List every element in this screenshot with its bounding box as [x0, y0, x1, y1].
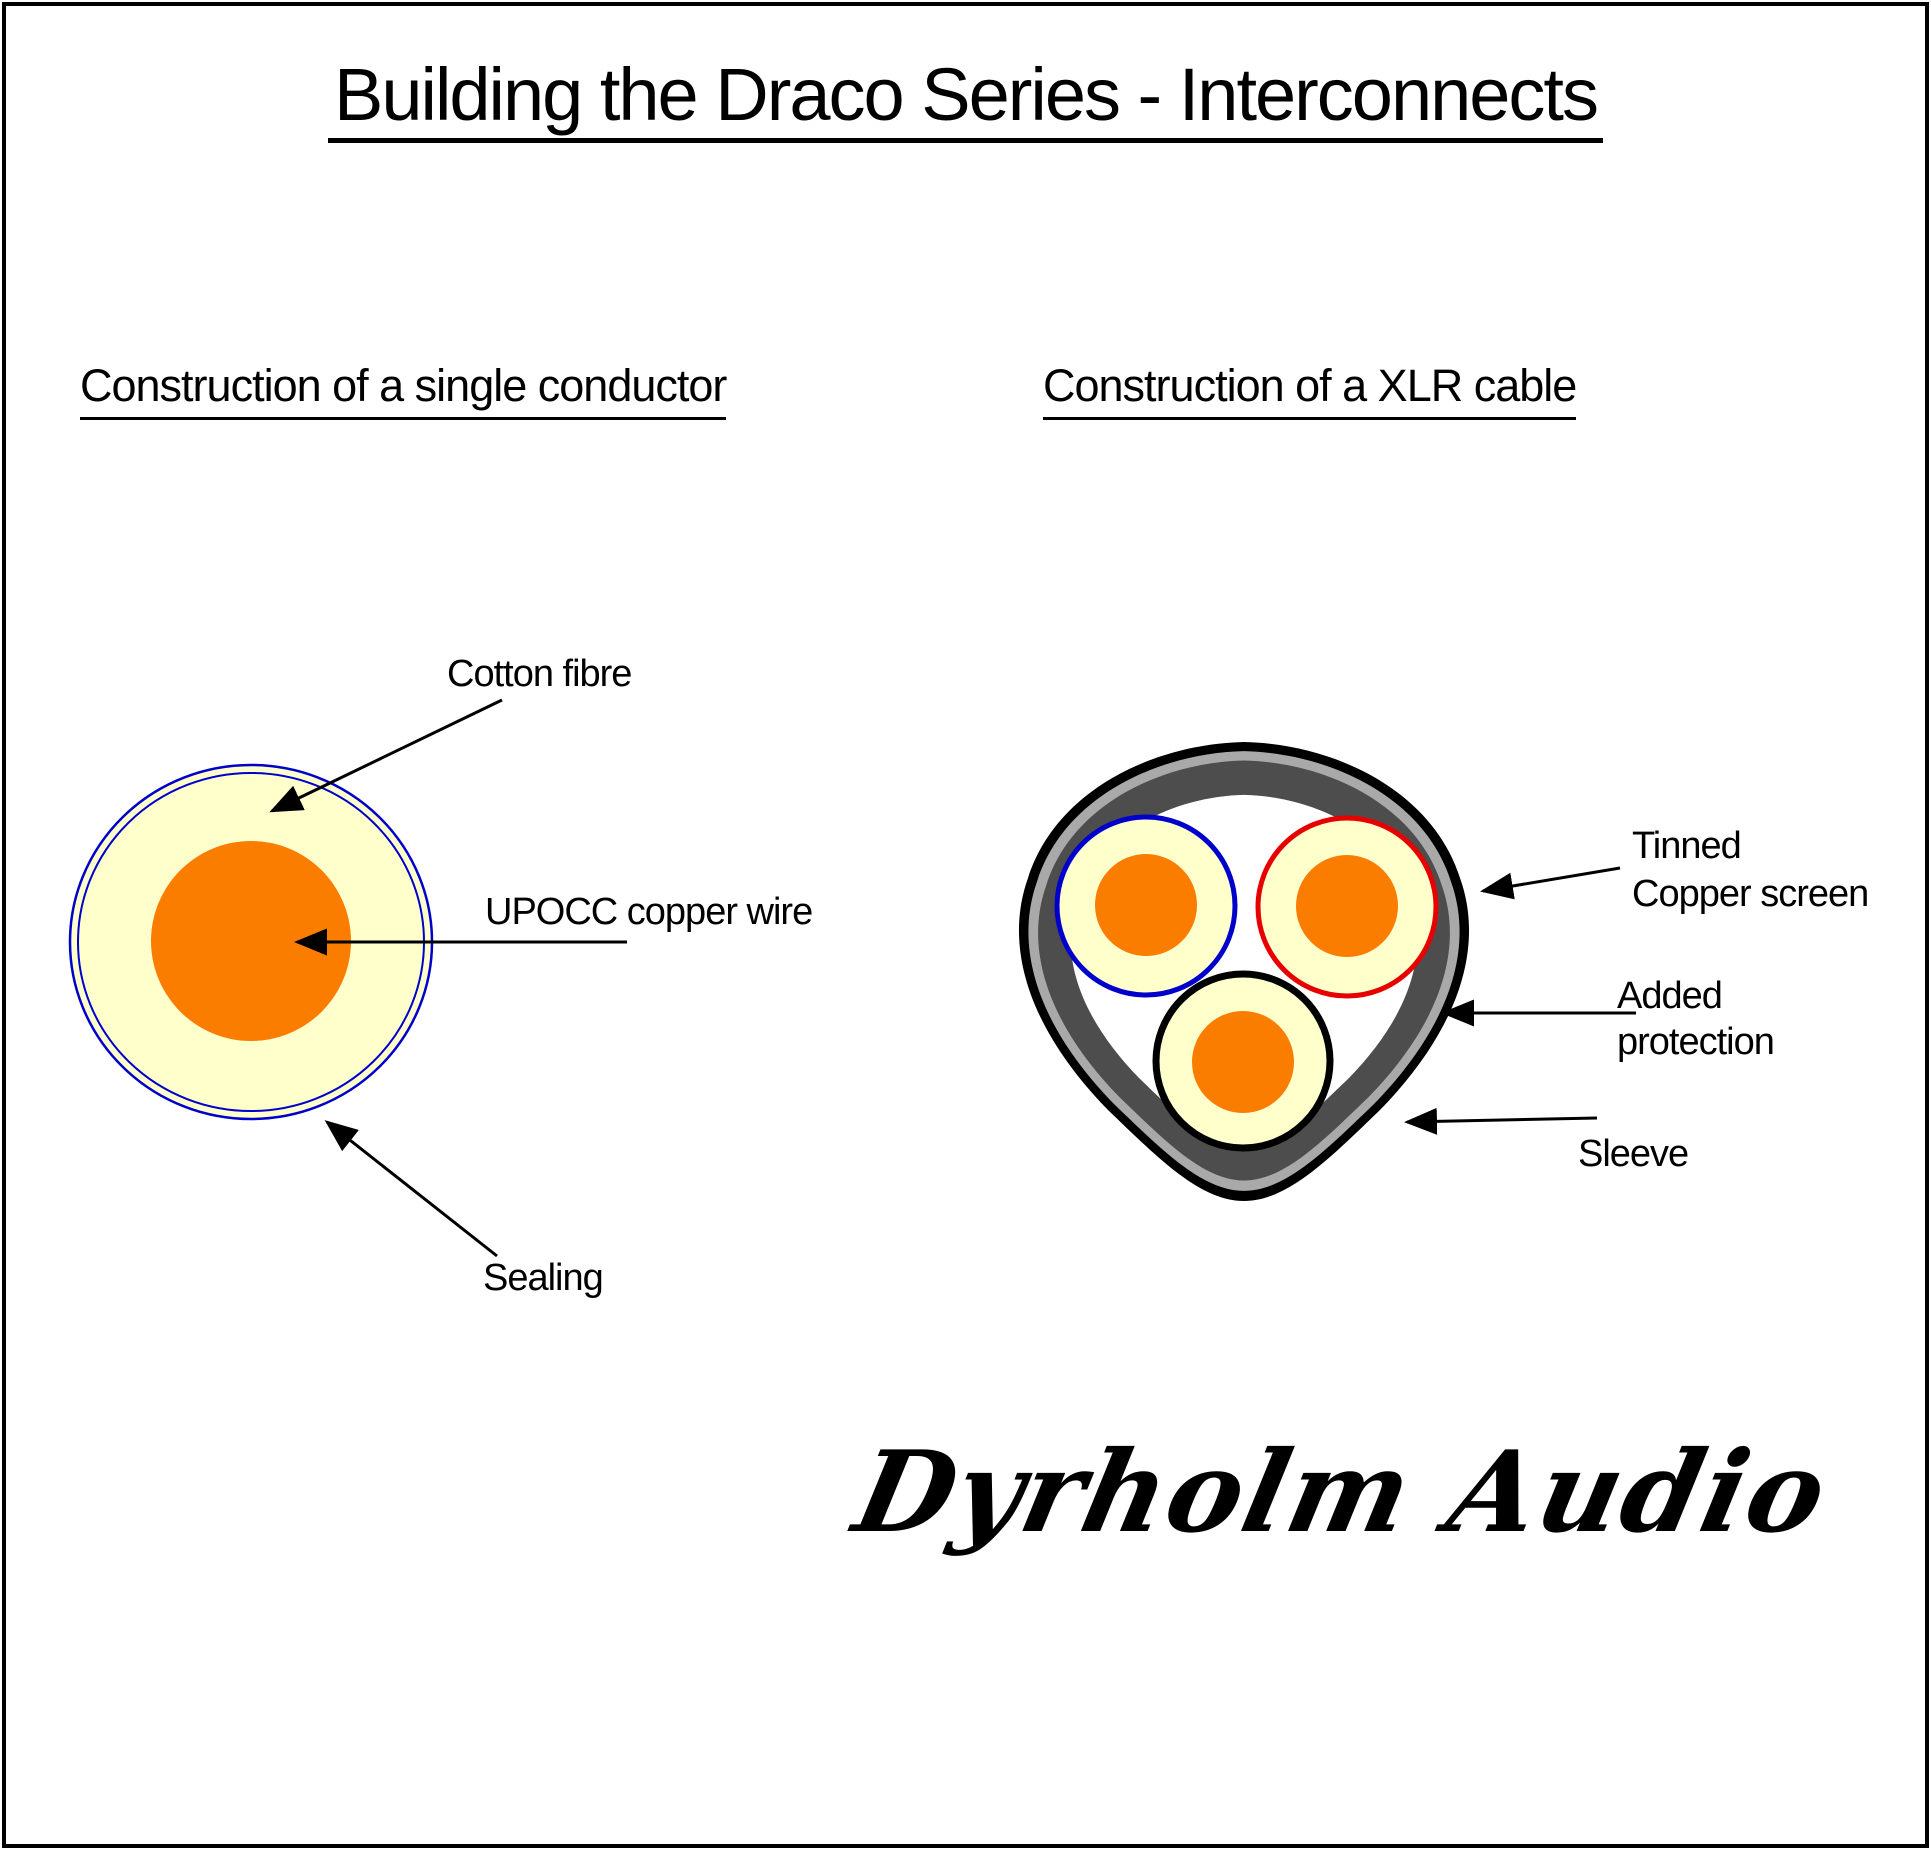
sealing-label: Sealing [483, 1257, 604, 1299]
added-protection-label-line1: Added [1617, 975, 1723, 1017]
conductor-red-core [1296, 855, 1398, 957]
cotton-fibre-label: Cotton fibre [447, 653, 632, 695]
right-section-heading: Construction of a XLR cable [1043, 360, 1577, 420]
copper-wire-label: UPOCC copper wire [485, 891, 813, 933]
brand-logo-text: Dyrholm Audio [844, 1426, 1840, 1558]
copper-screen-arrow [1480, 866, 1621, 900]
conductor-blue-core [1095, 854, 1197, 956]
conductor-black-core [1192, 1011, 1294, 1113]
page-title: Building the Draco Series - Interconnect… [327, 56, 1603, 143]
conductor-black [1152, 970, 1334, 1152]
conductor-red [1255, 815, 1439, 999]
added-protection-label-line2: protection [1617, 1021, 1775, 1063]
copper-screen-label-line2: Copper screen [1632, 873, 1869, 915]
right-section-heading-text: Construction of a XLR cable [1043, 360, 1577, 420]
single-conductor-diagram [68, 698, 627, 1258]
copper-screen-label-line1: Tinned [1632, 825, 1742, 867]
brand-logo: Dyrholm Audio [844, 1375, 1839, 1609]
xlr-cable-diagram [1018, 742, 1636, 1201]
sleeve-arrow [1404, 1107, 1598, 1135]
sealing-arrow [324, 1120, 498, 1258]
page-title-row: Building the Draco Series - Interconnect… [0, 56, 1931, 143]
left-section-heading: Construction of a single conductor [80, 360, 727, 420]
copper-core [151, 841, 351, 1041]
conductor-blue [1054, 814, 1238, 998]
sleeve-label: Sleeve [1578, 1133, 1689, 1175]
left-section-heading-text: Construction of a single conductor [80, 360, 727, 420]
cotton-fibre-arrow [269, 698, 503, 813]
